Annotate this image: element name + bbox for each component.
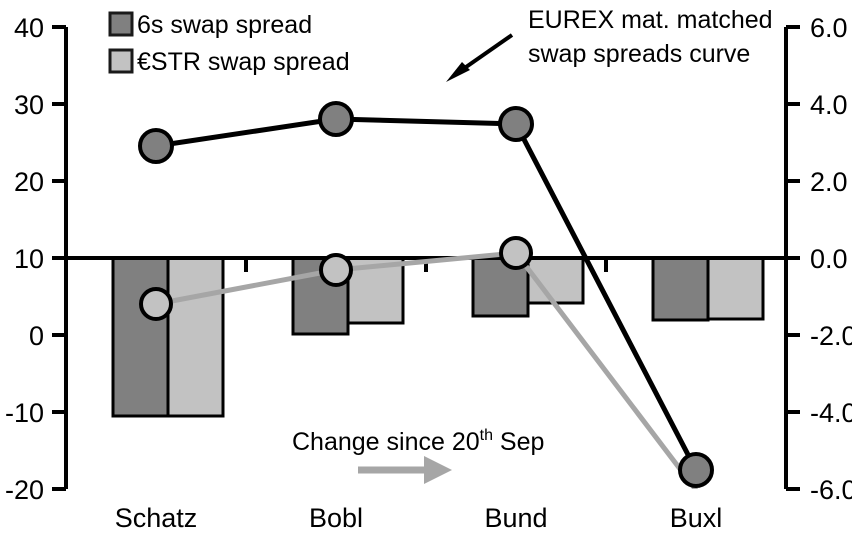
left-tick-label: 0	[29, 321, 44, 351]
annotation-line-1: EUREX mat. matched	[528, 6, 773, 34]
left-tick-label: 40	[14, 13, 44, 43]
left-tick-label: -20	[5, 475, 44, 505]
eurex-line-series	[138, 101, 714, 488]
left-tick-label: 20	[14, 167, 44, 197]
annotation-change-superscript: th	[480, 427, 493, 444]
annotation-change-after: Sep	[493, 428, 544, 456]
annotation-change-text: Change since 20th Sep	[292, 427, 544, 456]
annotation-change-note: Change since 20th Sep	[292, 427, 544, 484]
category-label-schatz: Schatz	[115, 503, 198, 533]
category-label-bobl: Bobl	[309, 503, 363, 533]
left-axis: 40 30 20 10 0 -10 -20	[5, 13, 68, 505]
right-tick-label: 6.0	[810, 13, 848, 43]
right-tick-label: 2.0	[810, 167, 848, 197]
gray-marker-bund	[499, 236, 533, 270]
bar-series-group	[111, 256, 765, 418]
gray-marker-bobl	[319, 253, 353, 287]
right-tick-label: -4.0	[810, 398, 852, 428]
change-arrow-head	[424, 456, 452, 484]
change-direction-arrow-icon	[358, 456, 452, 484]
left-tick-label: 10	[14, 244, 44, 274]
gray-line-path	[155, 250, 698, 489]
legend-label-estr: €STR swap spread	[137, 48, 350, 76]
eurex-marker-schatz	[138, 128, 174, 164]
eurex-marker-buxl	[678, 452, 714, 488]
gray-line-series	[139, 236, 698, 489]
legend-swatch-estr	[108, 48, 134, 74]
legend-item-6s: 6s swap spread	[108, 11, 312, 39]
eurex-marker-bund	[498, 106, 534, 142]
bar-estr-buxl	[706, 256, 765, 321]
left-tick-label: -10	[5, 398, 44, 428]
legend-label-6s: 6s swap spread	[137, 11, 312, 39]
eurex-line-path	[155, 116, 699, 472]
annotation-arrow-head	[446, 62, 470, 82]
right-tick-label: 4.0	[810, 90, 848, 120]
gray-marker-schatz	[139, 287, 173, 321]
annotation-eurex-curve: EUREX mat. matched swap spreads curve	[446, 6, 773, 82]
right-tick-label: -2.0	[810, 321, 852, 351]
left-tick-label: 30	[14, 90, 44, 120]
bar-6s-schatz	[111, 256, 170, 418]
chart-legend: 6s swap spread €STR swap spread	[108, 11, 350, 76]
right-tick-label: -6.0	[810, 475, 852, 505]
legend-item-estr: €STR swap spread	[108, 48, 350, 76]
category-label-buxl: Buxl	[670, 503, 723, 533]
bar-estr-schatz	[166, 256, 225, 418]
category-label-bund: Bund	[484, 503, 547, 533]
annotation-arrow-icon	[446, 33, 514, 82]
category-axis-labels: Schatz Bobl Bund Buxl	[115, 503, 723, 533]
zero-line-group	[66, 256, 786, 272]
annotation-line-2: swap spreads curve	[528, 40, 750, 68]
right-tick-label: 0.0	[810, 244, 848, 274]
legend-swatch-6s	[108, 11, 134, 37]
bar-6s-buxl	[651, 256, 710, 322]
eurex-marker-bobl	[318, 101, 354, 137]
annotation-change-before: Change since 20	[292, 428, 480, 456]
